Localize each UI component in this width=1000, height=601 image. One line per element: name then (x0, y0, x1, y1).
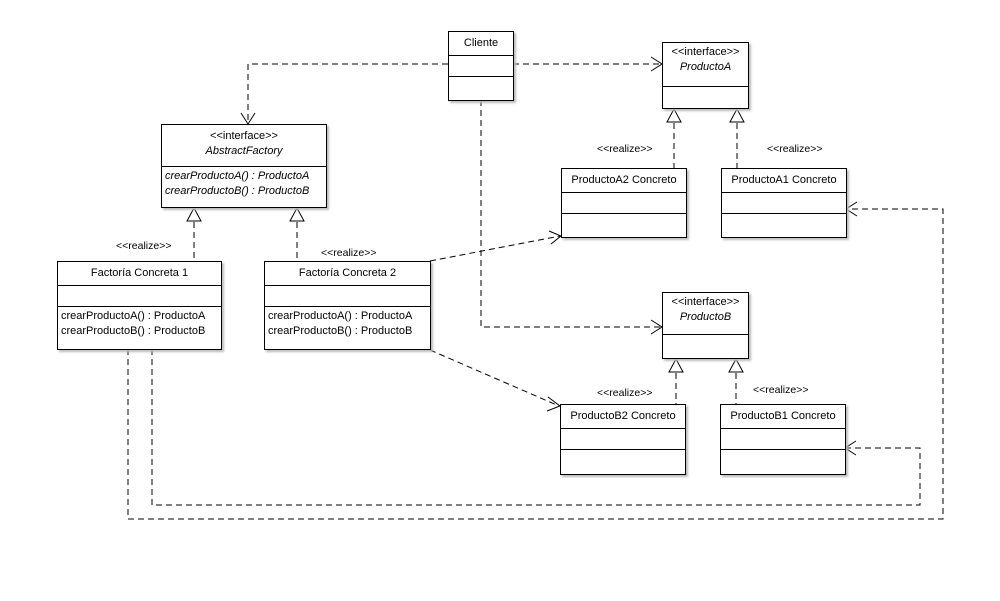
class-name: ProductoA2 Concreto (571, 174, 677, 186)
realize-label: <<realize>> (753, 384, 809, 396)
stereotype: <<interface>> (671, 296, 740, 308)
operations-section (449, 76, 513, 100)
dependency-f1-a1 (127, 208, 944, 520)
attributes-section (562, 192, 686, 213)
dependency-f1-b1 (151, 349, 921, 506)
realization-triangle-icon (666, 107, 682, 123)
realize-label: <<realize>> (116, 240, 172, 252)
class-factoria-concreta-2[interactable]: Factoría Concreta 2 crearProductoA() : P… (264, 261, 431, 350)
operations-section (722, 213, 846, 237)
operation: crearProductoB() : ProductoB (165, 185, 310, 197)
realize-label: <<realize>> (597, 143, 653, 155)
operations-section (663, 334, 748, 358)
class-name: Factoría Concreta 2 (298, 267, 397, 279)
operations-section (562, 213, 686, 237)
interface-producto-a[interactable]: <<interface>> ProductoA (662, 42, 749, 109)
stereotype: <<interface>> (671, 46, 740, 58)
attributes-section (561, 428, 685, 449)
class-cliente[interactable]: Cliente (448, 31, 514, 101)
operations-section: crearProductoA() : ProductoA crearProduc… (58, 306, 221, 341)
class-name: AbstractFactory (205, 145, 283, 157)
class-name: ProductoB (679, 311, 732, 323)
attributes-section (58, 285, 221, 306)
realization-triangle-icon (728, 357, 744, 373)
realization-triangle-icon (289, 206, 305, 222)
class-name: ProductoA1 Concreto (731, 174, 837, 186)
operations-section: crearProductoA() : ProductoA crearProduc… (265, 306, 430, 341)
attributes-section (449, 55, 513, 76)
operations-section (663, 86, 748, 108)
class-name: ProductoA (679, 61, 732, 73)
class-producto-b2-concreto[interactable]: ProductoB2 Concreto (560, 404, 686, 475)
interface-producto-b[interactable]: <<interface>> ProductoB (662, 292, 749, 359)
operation: crearProductoB() : ProductoB (268, 325, 413, 337)
realize-label: <<realize>> (321, 247, 377, 259)
stereotype: <<interface>> (210, 130, 278, 142)
class-producto-a1-concreto[interactable]: ProductoA1 Concreto (721, 168, 847, 238)
operation: crearProductoA() : ProductoA (165, 170, 310, 182)
realize-label: <<realize>> (597, 387, 653, 399)
class-producto-b1-concreto[interactable]: ProductoB1 Concreto (720, 404, 846, 475)
operations-section: crearProductoA() : ProductoA crearProduc… (162, 166, 326, 201)
class-name: ProductoB1 Concreto (730, 410, 836, 422)
dependency-cliente-productob (480, 100, 661, 328)
realization-triangle-icon (668, 357, 684, 373)
operations-section (561, 449, 685, 474)
class-abstract-factory[interactable]: <<interface>> AbstractFactory crearProdu… (161, 124, 327, 208)
class-producto-a2-concreto[interactable]: ProductoA2 Concreto (561, 168, 687, 238)
realization-triangle-icon (186, 206, 202, 222)
dependency-f2-b2 (429, 349, 560, 407)
dependency-cliente-abstractfactory (247, 63, 448, 123)
class-name: Factoría Concreta 1 (90, 267, 189, 279)
operation: crearProductoA() : ProductoA (268, 310, 413, 322)
dependency-f2-a2 (429, 235, 561, 262)
class-factoria-concreta-1[interactable]: Factoría Concreta 1 crearProductoA() : P… (57, 261, 222, 350)
realize-label: <<realize>> (767, 143, 823, 155)
attributes-section (722, 192, 846, 213)
operations-section (721, 449, 845, 474)
attributes-section (721, 428, 845, 449)
class-name: ProductoB2 Concreto (570, 410, 676, 422)
operation: crearProductoA() : ProductoA (61, 310, 206, 322)
operation: crearProductoB() : ProductoB (61, 325, 206, 337)
realization-triangle-icon (729, 107, 745, 123)
attributes-section (265, 285, 430, 306)
class-name: Cliente (463, 37, 499, 49)
